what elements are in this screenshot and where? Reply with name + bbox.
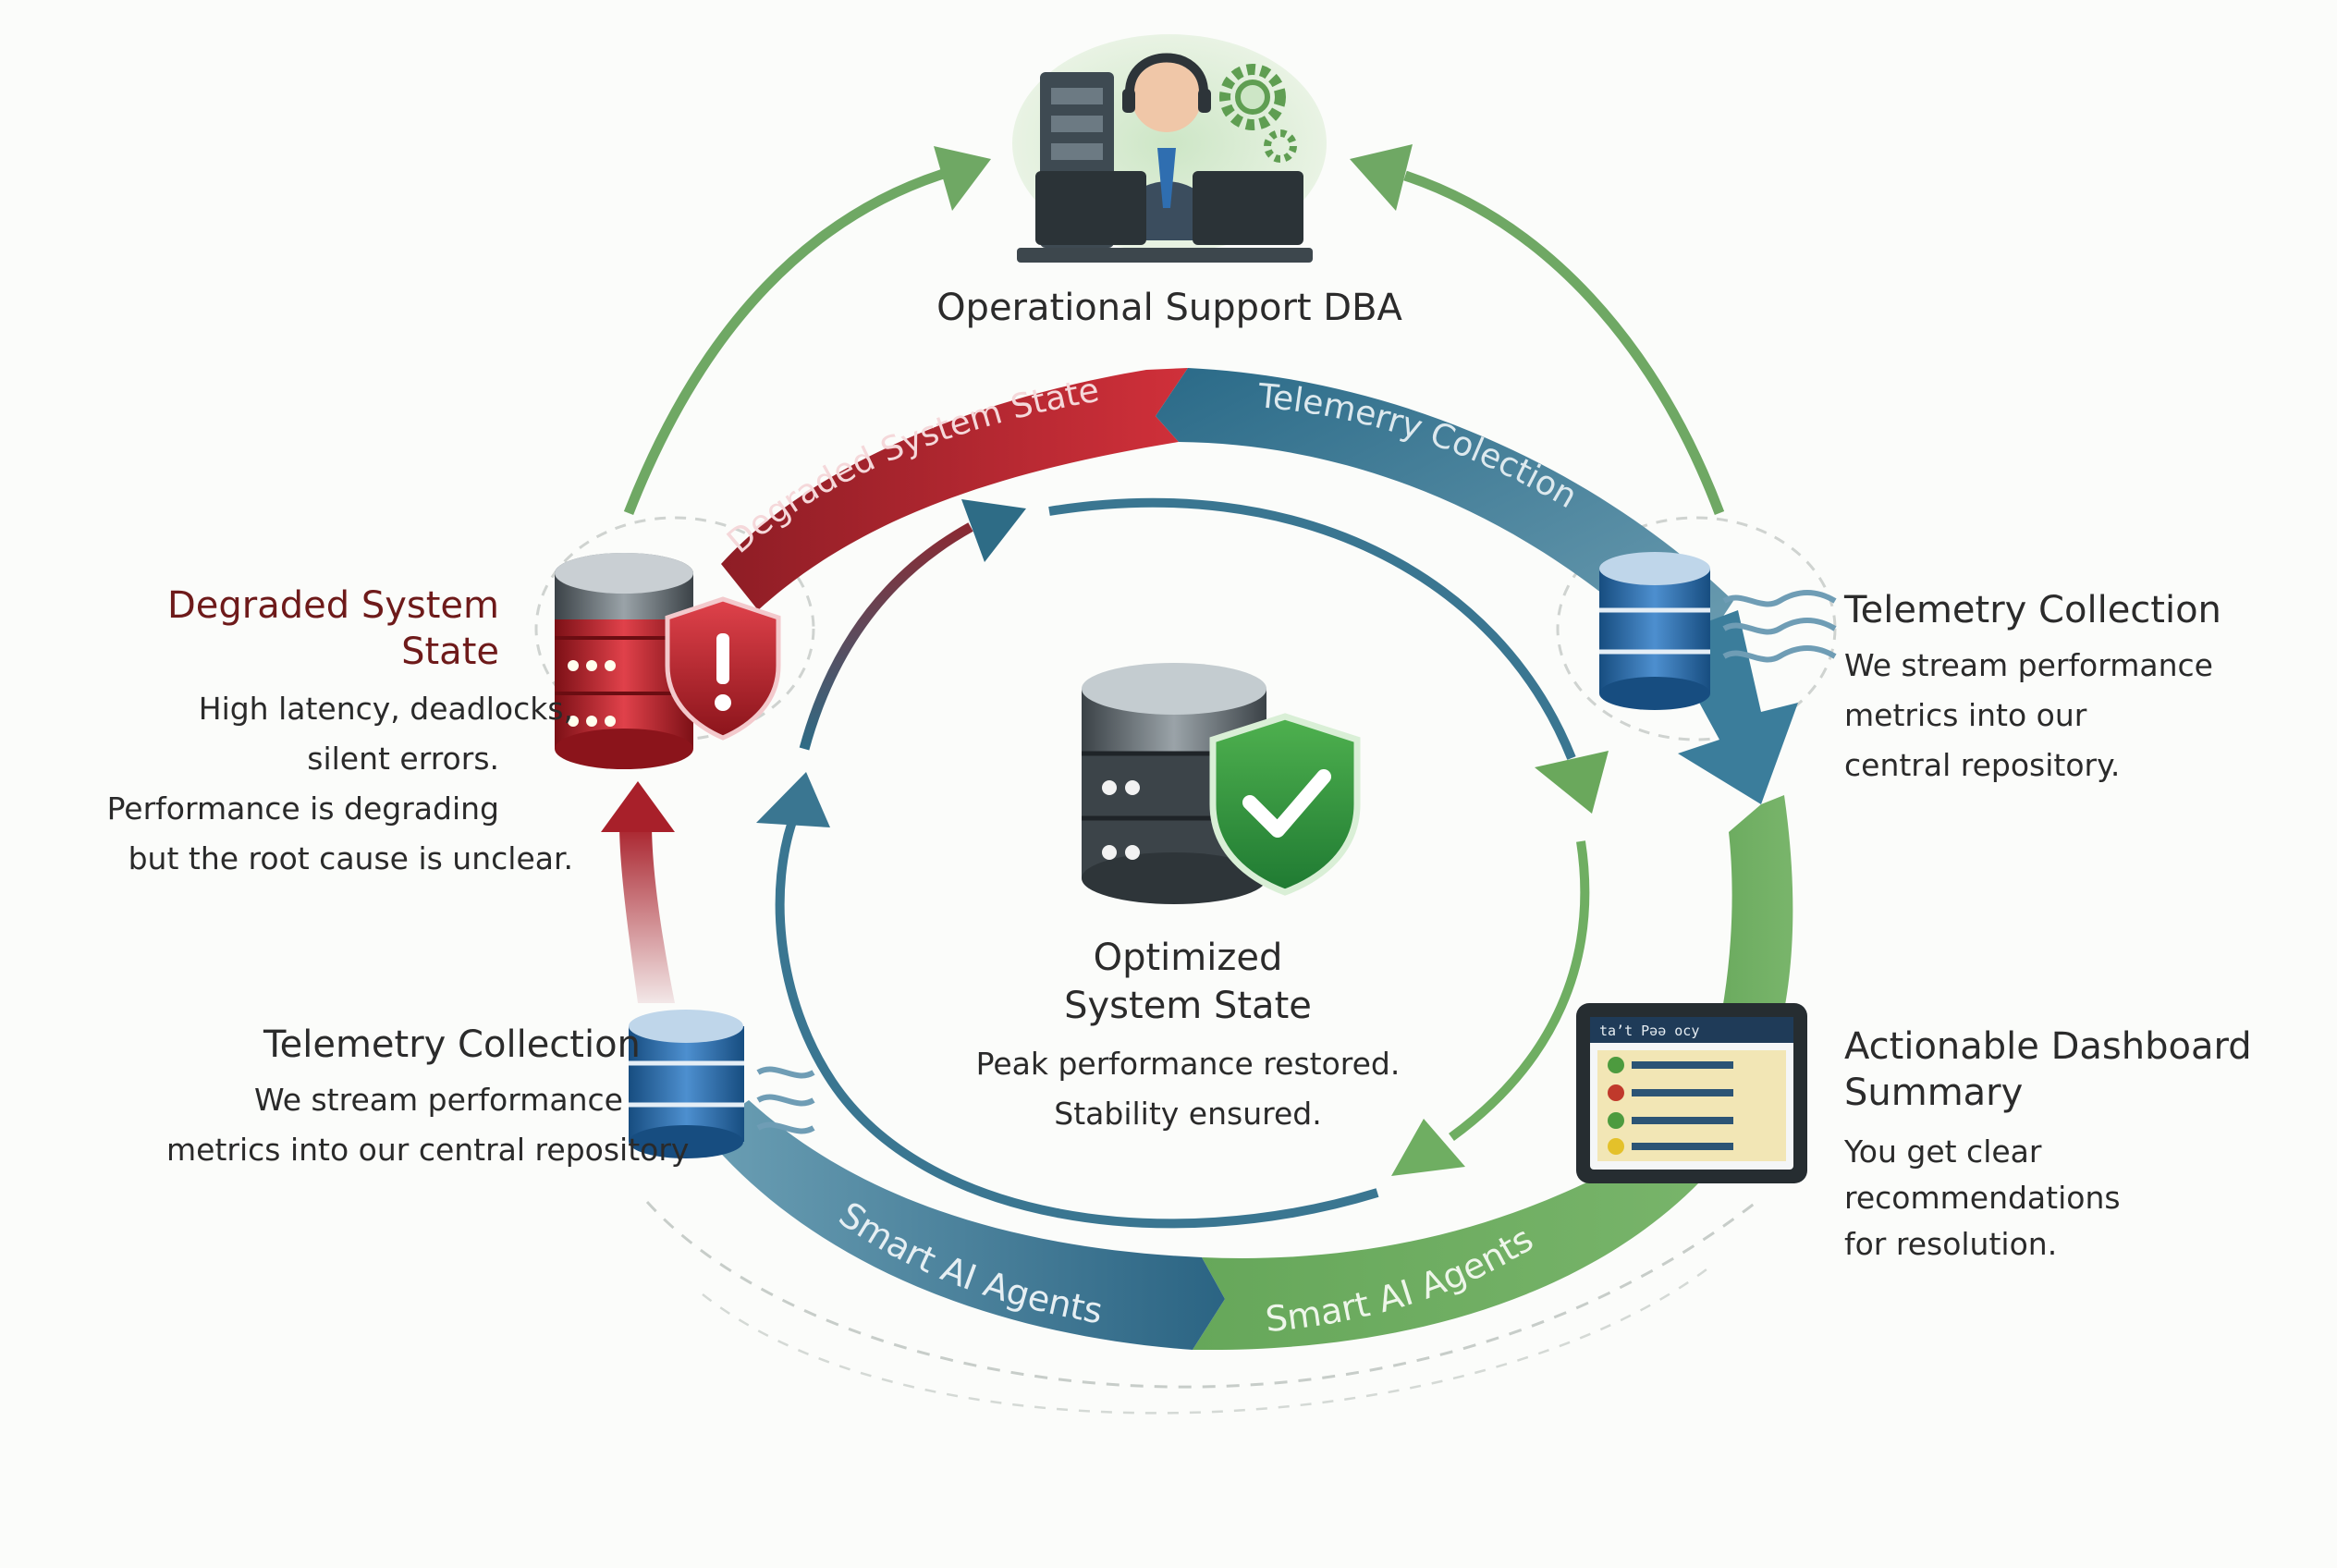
center-desc-line: Peak performance restored. <box>975 1046 1401 1082</box>
degraded-title-line1: Degraded System <box>166 584 499 627</box>
gear-icon <box>1219 64 1297 163</box>
telemetry-left-desc-line: We stream performance <box>254 1082 623 1118</box>
telemetry-right-block: Telemetry Collection We stream performan… <box>1844 587 2288 790</box>
inner-arrow-right-down <box>1391 840 1590 1176</box>
dba-title: Operational Support DBA <box>936 287 1402 329</box>
center-desc-line: Stability ensured. <box>1054 1096 1322 1132</box>
outer-arrow-right-to-dba <box>1350 144 1725 515</box>
operator-workstation-icon <box>1012 34 1327 263</box>
optimized-database-icon <box>1082 663 1266 904</box>
red-arrow-up-left <box>601 781 675 1003</box>
dashed-guide-degraded <box>534 516 815 741</box>
degraded-desc-line: High latency, deadlocks, <box>198 691 573 727</box>
degraded-desc-line: Performance is degrading <box>106 790 499 827</box>
telemetry-right-title: Telemetry Collection <box>1844 589 2221 631</box>
telemetry-database-icon-right <box>1599 552 1837 710</box>
degraded-description: High latency, deadlocks, silent errors. … <box>92 684 573 884</box>
dashed-guide-bottom <box>645 1200 1757 1389</box>
degraded-desc-line: but the root cause is unclear. <box>128 840 573 876</box>
center-title-line1: Optimized <box>1093 937 1283 979</box>
telemetry-right-desc-line: metrics into our <box>1844 697 2087 733</box>
telemetry-database-icon-left <box>629 1010 815 1158</box>
telemetry-left-title: Telemetry Collection <box>263 1023 641 1066</box>
dashboard-desc-line: for resolution. <box>1844 1226 2058 1262</box>
degraded-desc-line: silent errors. <box>307 741 499 777</box>
telemetry-left-block: Telemetry Collection We stream performan… <box>166 1022 690 1175</box>
center-block: Optimized System State Peak performance … <box>961 934 1414 1139</box>
band-degraded <box>721 368 1188 610</box>
telemetry-left-desc-line: metrics into our central repository <box>166 1132 690 1168</box>
band-smart-ai-left <box>703 1100 1225 1350</box>
center-title-line2: System State <box>1064 985 1312 1027</box>
inner-arrow-top-right <box>1048 497 1609 814</box>
inner-arrow-bottom-left <box>756 772 1379 1229</box>
outer-arrow-left-to-dba <box>623 146 991 516</box>
band-telemetry <box>1156 368 1733 656</box>
warning-shield-icon <box>665 596 781 741</box>
check-shield-icon <box>1209 713 1361 896</box>
dashboard-block: Actionable Dashboard Summary You get cle… <box>1844 1023 2306 1268</box>
dashboard-desc-line: You get clear recommendations <box>1844 1133 2121 1216</box>
dashboard-title-line2: Summary <box>1844 1072 2024 1114</box>
dashed-guide-bottom-2 <box>702 1266 1711 1415</box>
dashboard-screen-header: ta’t Pəə ocy <box>1599 1023 1699 1039</box>
dashboard-tablet-icon: ta’t Pəə ocy <box>1576 1003 1807 1183</box>
telemetry-right-desc-line: We stream performance <box>1844 647 2213 683</box>
dashboard-title-line1: Actionable Dashboard <box>1844 1025 2252 1068</box>
degraded-block: Degraded System State <box>111 582 499 675</box>
inner-arrow-top-left <box>799 499 1026 751</box>
telemetry-right-desc-line: central repository. <box>1844 747 2121 783</box>
degraded-title-line2: State <box>401 631 499 673</box>
